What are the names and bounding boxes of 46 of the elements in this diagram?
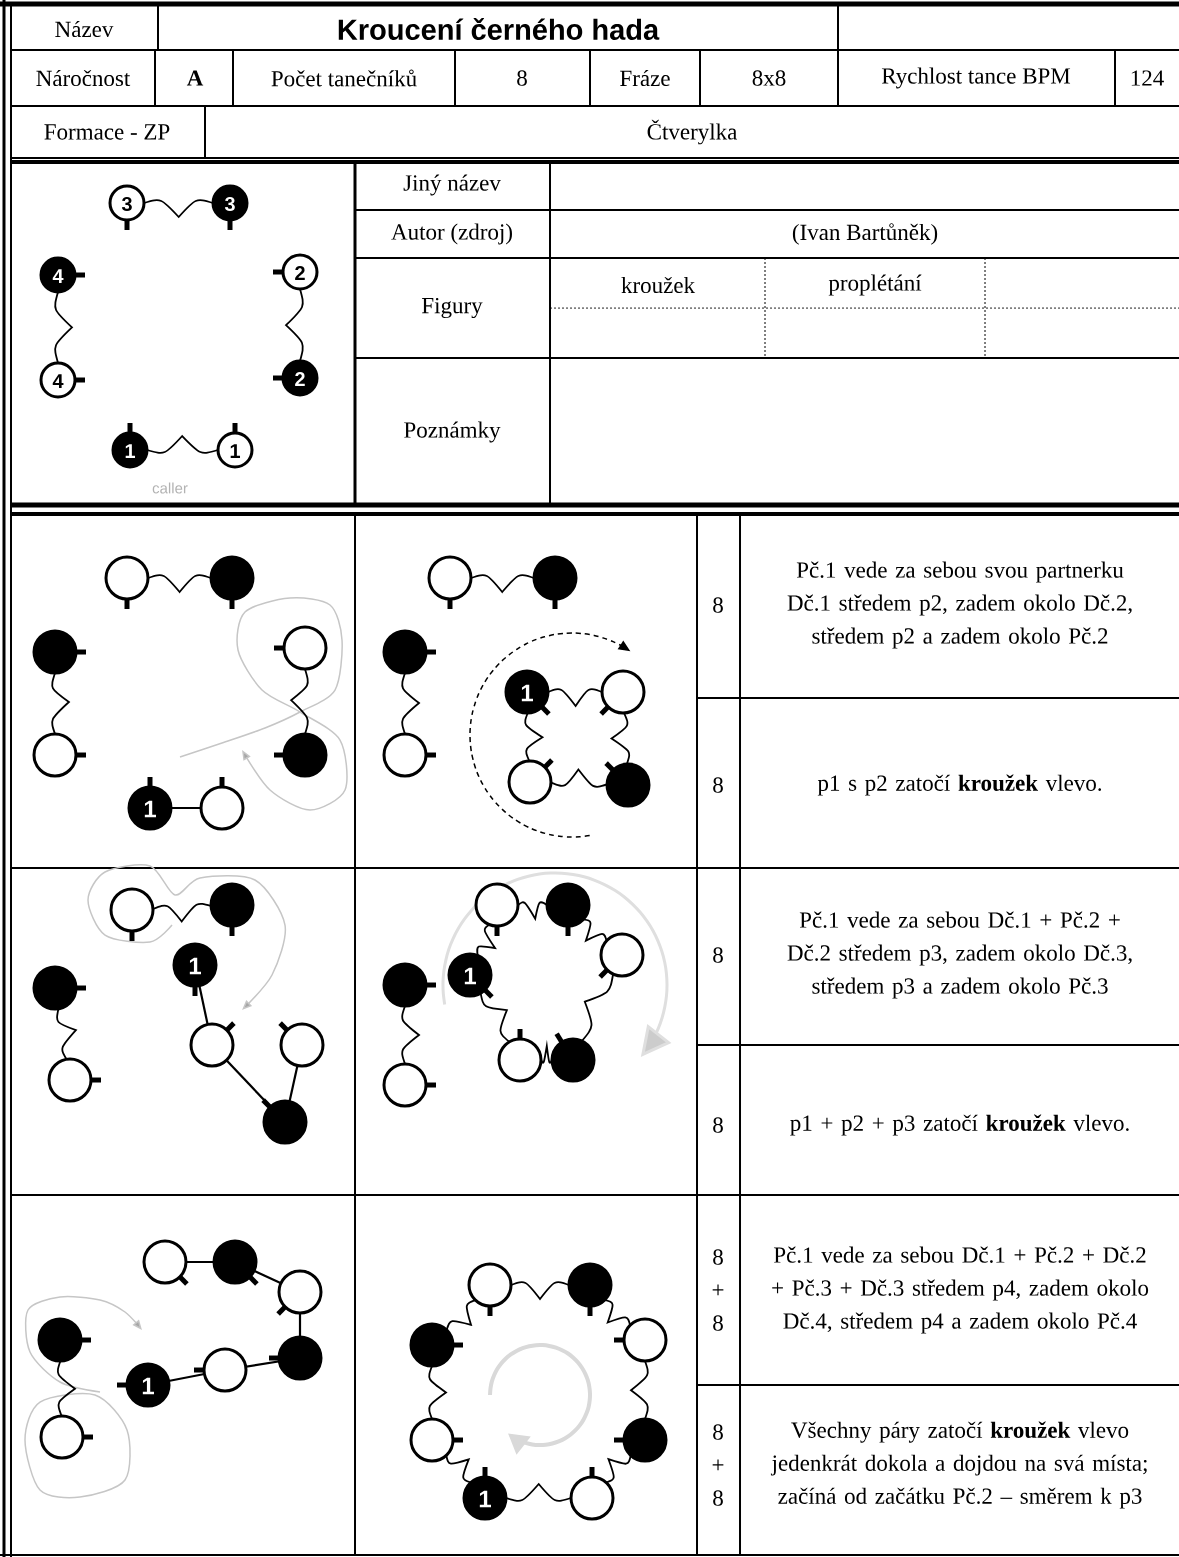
dancer-number: 3 (121, 196, 132, 212)
field-label: Fráze (620, 69, 670, 87)
field-label: Autor (zdroj) (391, 223, 512, 245)
dancer-number: 3 (224, 196, 235, 212)
field-value: 8x8 (752, 70, 786, 86)
step-description: p1 s p2 zatočí kroužek vlevo. (817, 774, 1102, 796)
beat-count: 8 (713, 1117, 723, 1133)
dancer-number: 1 (125, 444, 135, 458)
field-label: Formace - ZP (44, 124, 170, 140)
figure-name: proplétání (828, 274, 922, 296)
dancer-number: 1 (144, 800, 156, 818)
step-description: Pč.1 vede za sebou Dč.1 + Pč.2 + Dč.2 + Pč.3 + Dč.3 středem p4, zadem okolo Dč.4, středem p4 a zadem okolo Pč.4 (772, 1246, 1149, 1334)
dancer-number: 1 (142, 1377, 154, 1395)
field-label: Poznámky (404, 421, 501, 443)
beat-count: 8 (713, 947, 723, 963)
step-description: Pč.1 vede za sebou Dč.1 + Pč.2 + Dč.2 středem p3, zadem okolo Dč.3, středem p3 a zadem okolo Pč.3 (787, 911, 1132, 999)
field-label: Název (55, 20, 114, 38)
figure-name: kroužek (621, 276, 696, 294)
step-description: Pč.1 vede za sebou svou partnerku Dč.1 středem p2, zadem okolo Dč.2, středem p2 a zadem okolo Pč.2 (787, 561, 1132, 649)
field-label: Rychlost tance BPM (881, 67, 1071, 89)
dancer-number: 2 (295, 266, 305, 280)
step-description: Všechny páry zatočí kroužek vlevo jedenkrát dokola a dojdou na svá místa; začíná od začátku Pč.2 – směrem k p3 (770, 1421, 1147, 1509)
field-value: 124 (1131, 70, 1164, 86)
dance-title: Kroucení černého hada (338, 18, 660, 40)
dancer-number: 1 (189, 957, 201, 975)
dancer-number: 1 (464, 967, 476, 985)
field-label: Jiný název (403, 174, 501, 196)
dancer-number: 1 (479, 1490, 491, 1508)
beat-count: 8 + 8 (712, 1424, 724, 1506)
field-value: (Ivan Bartůněk) (792, 223, 938, 245)
field-label: Náročnost (36, 69, 131, 87)
dancer-number: 4 (52, 374, 64, 388)
dancer-number: 1 (521, 684, 533, 702)
dancer-number: 2 (295, 372, 305, 386)
beat-count: 8 + 8 (712, 1249, 724, 1331)
field-label: Figury (422, 297, 483, 319)
field-value: Čtverylka (647, 119, 738, 145)
field-label: Počet tanečníků (271, 69, 417, 87)
step-description: p1 + p2 + p3 zatočí kroužek vlevo. (790, 1114, 1129, 1136)
beat-count: 8 (713, 597, 723, 613)
dancer-number: 4 (52, 269, 64, 283)
dancer-number: 1 (230, 444, 240, 458)
field-value: 8 (517, 70, 527, 86)
caller-label: caller (152, 482, 188, 494)
field-value: A (186, 70, 204, 86)
beat-count: 8 (713, 777, 723, 793)
